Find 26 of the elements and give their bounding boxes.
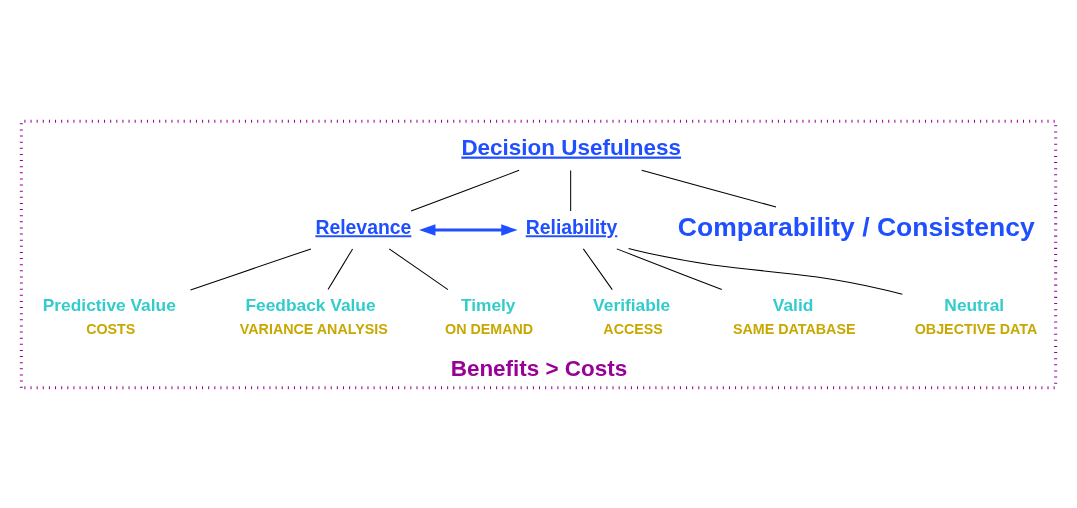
connector [327,247,354,290]
node-text: Comparability / Consistency [677,211,1035,242]
node-label: ACCESS [603,320,663,337]
node-text: Verifiable [593,294,671,315]
connector [410,169,520,211]
node-label: ON DEMAND [445,320,534,337]
node-label: COSTS [86,320,136,337]
node-text: Reliability [525,215,618,238]
node-text: Relevance [315,215,412,238]
connector [616,247,723,290]
connector [570,169,572,211]
node-text: Predictive Value [42,294,176,315]
connector [641,169,777,207]
node-text: Neutral [944,294,1005,315]
connector [388,247,449,290]
connector [582,247,613,290]
node-label: OBJECTIVE DATA [914,320,1038,337]
connector [190,247,312,290]
node-label: SAME DATABASE [733,320,856,337]
node-text: Feedback Value [245,294,376,315]
node-text: Valid [772,294,814,315]
node-text: Decision Usefulness [461,134,682,160]
node-label: VARIANCE ANALYSIS [239,320,388,337]
node-text: Timely [460,294,516,315]
connector [628,247,903,295]
arrow [419,223,518,236]
